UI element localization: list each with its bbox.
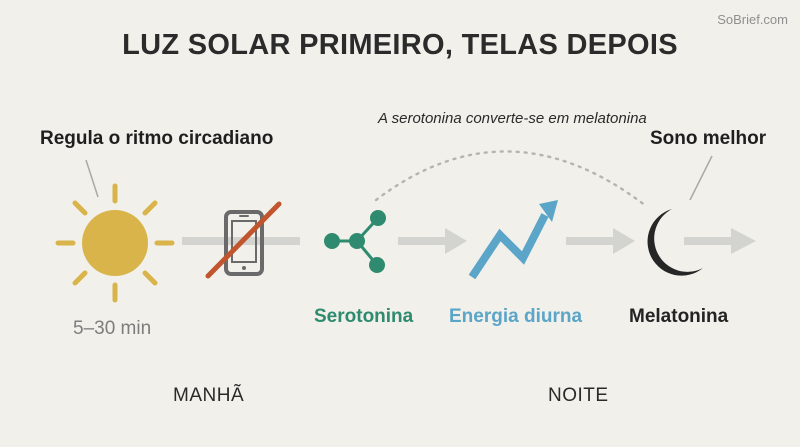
watermark: SoBrief.com [717, 12, 788, 27]
phone-crossed-icon [205, 201, 282, 279]
melatonin-label: Melatonina [629, 306, 729, 327]
better-sleep-label: Sono melhor [650, 128, 767, 149]
sleep-pointer [689, 155, 713, 201]
conversion-arc [374, 150, 648, 208]
conversion-label: A serotonina converte-se em melatonina [378, 110, 647, 127]
duration-label: 5–30 min [73, 318, 152, 339]
serotonin-label: Serotonina [314, 306, 414, 327]
flow-arrow-4 [684, 228, 756, 254]
rising-arrow-icon [468, 200, 558, 280]
flow-arrow-2 [398, 228, 467, 254]
morning-label: MANHÃ [173, 385, 245, 406]
sun-icon [55, 183, 175, 303]
energy-label: Energia diurna [449, 306, 583, 327]
page-title: LUZ SOLAR PRIMEIRO, TELAS DEPOIS [122, 29, 678, 61]
flow-arrow-3 [566, 228, 635, 254]
night-label: NOITE [548, 385, 609, 406]
circadian-pointer [85, 159, 99, 198]
circadian-label: Regula o ritmo circadiano [40, 128, 274, 149]
molecule-icon [324, 210, 386, 273]
